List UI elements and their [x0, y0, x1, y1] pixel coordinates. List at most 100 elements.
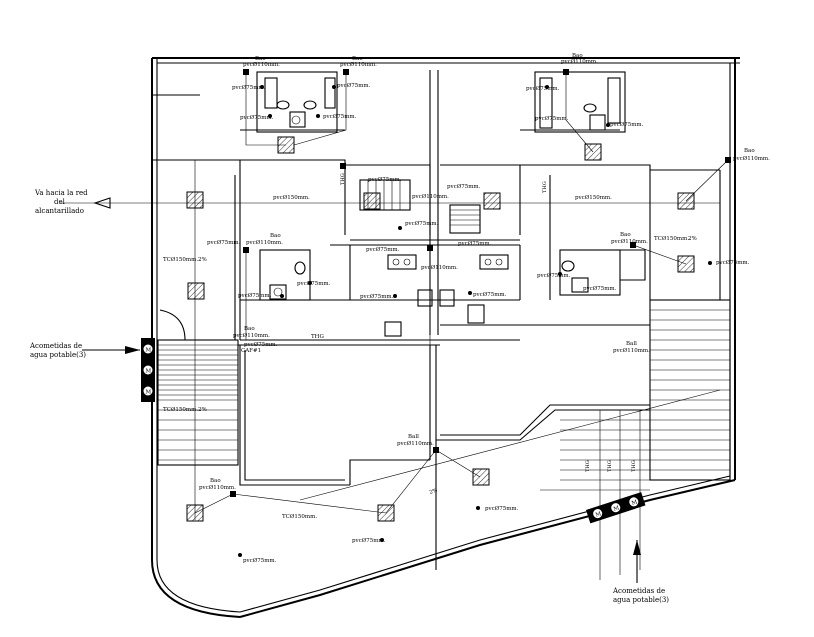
label-pvc75: pvcØ75mm.	[352, 537, 386, 544]
label-pvc75: pvcØ75mm.	[297, 280, 331, 287]
inspection-box	[483, 192, 501, 210]
label-pvc75: pvcØ75mm.	[610, 121, 644, 128]
label-thg: THG	[311, 334, 324, 340]
label-pvc75: pvcØ75mm.	[240, 114, 274, 121]
inspection-box	[186, 191, 204, 209]
label-ball: Ball	[408, 434, 419, 440]
water-inlet-annotation-left: Acometidas de agua potable(3)	[29, 342, 140, 359]
label-pvc75: pvcØ75mm.	[458, 240, 492, 247]
label-pvc110: pvcØ110mm.	[233, 332, 270, 339]
label-thg-vertical: THG	[631, 460, 637, 472]
label-pvc75: pvcØ75mm.	[244, 341, 278, 348]
label-pvc110: pvcØ110mm.	[243, 61, 280, 68]
label-pvc150: pvcØ150mm.	[273, 194, 310, 201]
sewer-label-line3: alcantarillado	[35, 207, 84, 215]
bathroom-mid-right	[559, 249, 646, 296]
sewer-label-line1: Va hacia la red	[34, 189, 88, 197]
label-pvc110: pvcØ110mm.	[246, 239, 283, 246]
label-pvc110: pvcØ110mm.	[613, 347, 650, 354]
label-tc150: TCØ150mm.	[163, 406, 198, 413]
label-bao: Bao	[620, 232, 631, 238]
meter-label: M	[631, 499, 639, 507]
label-thg-vertical: THG	[542, 181, 548, 193]
label-pvc110: pvcØ110mm.	[397, 440, 434, 447]
water-inlet-left-line2: agua potable(3)	[30, 351, 86, 359]
meter-label: M	[146, 348, 152, 354]
sewer-label-line2: del	[54, 198, 66, 206]
label-thg-vertical: THG	[585, 460, 591, 472]
label-pvc110: pvcØ110mm.	[199, 484, 236, 491]
label-pvc75: pvcØ75mm.	[473, 291, 507, 298]
label-pvc150: pvcØ150mm.	[575, 194, 612, 201]
sewer-annotation: Va hacia la red del alcantarillado	[34, 189, 111, 215]
label-pvc75: pvcØ75mm.	[207, 239, 241, 246]
label-pvc75: pvcØ75mm.	[485, 505, 519, 512]
meter-label: M	[146, 390, 152, 396]
label-bao: Bao	[352, 56, 363, 62]
label-pvc75: pvcØ75mm.	[238, 292, 272, 299]
label-pvc75: pvcØ75mm.	[537, 272, 571, 279]
label-thg-vertical: THG	[607, 460, 613, 472]
label-pvc110: pvcØ110mm.	[611, 238, 648, 245]
label-bao: Bao	[244, 326, 255, 332]
label-pvc75: pvcØ75mm.	[243, 557, 277, 564]
outer-walls	[151, 57, 740, 618]
inspection-box	[363, 192, 381, 210]
label-ball: Ball	[626, 341, 637, 347]
label-caf: CAF#1	[241, 348, 261, 354]
label-pvc110: pvcØ110mm.	[340, 61, 377, 68]
label-bao: Bao	[210, 478, 221, 484]
label-pvc75: pvcØ75mm.	[232, 84, 266, 91]
label-pvc75: pvcØ75mm.	[368, 176, 402, 183]
bathroom-mid-left	[259, 249, 311, 301]
label-pvc75: pvcØ75mm.	[366, 246, 400, 253]
label-slope: 2%	[688, 236, 697, 242]
bathroom-upper-right	[534, 71, 626, 133]
water-meters-left: M M M	[141, 338, 155, 402]
stairs-left	[157, 309, 239, 466]
meter-label: M	[146, 369, 152, 375]
label-pvc110: pvcØ110mm.	[412, 193, 449, 200]
water-meters-bottom: M M M	[586, 492, 646, 524]
drawing-labels: Bao pvcØ110mm. Bao pvcØ110mm. Bao pvcØ11…	[163, 53, 770, 564]
inspection-box	[187, 282, 205, 300]
label-pvc110: pvcØ110mm.	[561, 58, 598, 65]
axis-lines	[60, 160, 721, 580]
label-slope-rotated: 2%	[429, 487, 439, 495]
label-pvc75: pvcØ75mm.	[405, 220, 439, 227]
stairs-upper	[359, 179, 481, 234]
label-pvc75: pvcØ75mm.	[535, 115, 569, 122]
label-tc150: TCØ150mm.	[282, 513, 317, 520]
label-slope: 2%	[198, 257, 207, 263]
inspection-box	[472, 468, 490, 486]
label-pvc75: pvcØ75mm.	[323, 113, 357, 120]
water-inlet-bottom-line2: agua potable(3)	[613, 596, 669, 604]
label-bao: Bao	[572, 53, 583, 59]
kitchen-fixtures	[384, 254, 509, 337]
label-pvc75: pvcØ75mm.	[337, 82, 371, 89]
meter-label: M	[613, 505, 621, 513]
label-pvc75: pvcØ75mm.	[716, 259, 750, 266]
vertical-labels: THG THG THG THG THG 2%	[340, 173, 637, 496]
bathroom-upper-left	[256, 71, 338, 133]
label-pvc75: pvcØ75mm.	[526, 85, 560, 92]
label-slope: 2%	[198, 407, 207, 413]
pipe-markers	[230, 69, 731, 557]
label-pvc75: pvcØ75mm.	[447, 183, 481, 190]
label-pvc110: pvcØ110mm.	[421, 264, 458, 271]
water-inlet-bottom-line1: Acometidas de	[612, 587, 665, 595]
label-pvc75: pvcØ75mm.	[583, 285, 617, 292]
label-pvc110: pvcØ110mm.	[733, 155, 770, 162]
meter-label: M	[595, 511, 603, 519]
label-pvc75: pvcØ75mm.	[360, 293, 394, 300]
pipe-runs	[194, 72, 729, 514]
label-thg-vertical: THG	[340, 173, 346, 185]
water-inlet-annotation-bottom: Acometidas de agua potable(3)	[612, 540, 669, 604]
label-tc150: TCØ150mm.	[654, 235, 689, 242]
label-bao: Bao	[744, 148, 755, 154]
label-tc150: TCØ150mm.	[163, 256, 198, 263]
label-bao: Bao	[255, 56, 266, 62]
label-bao: Bao	[270, 233, 281, 239]
water-inlet-left-line1: Acometidas de	[29, 342, 82, 350]
